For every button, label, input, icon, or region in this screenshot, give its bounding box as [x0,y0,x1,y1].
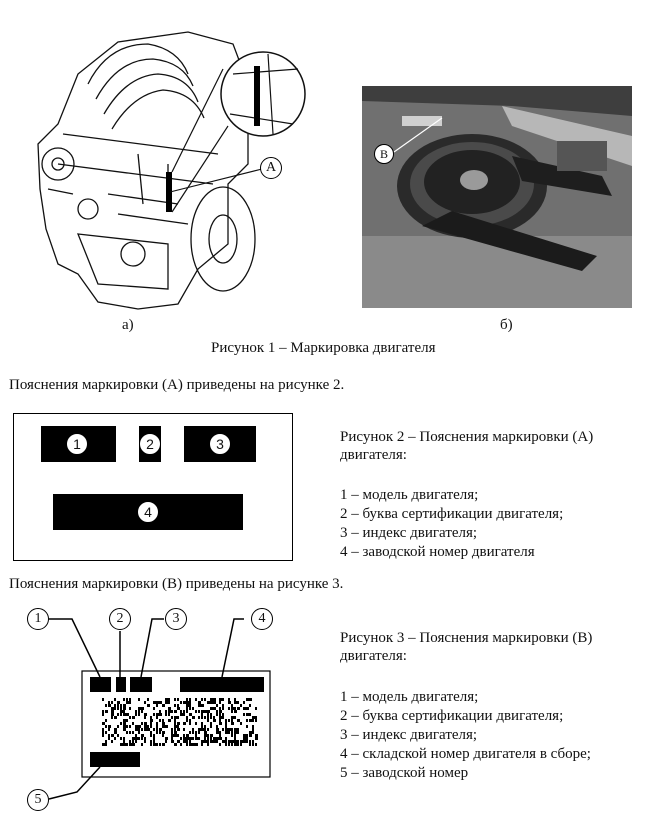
barcode-marker-1: 1 [27,608,49,630]
engine-photo-svg [362,86,632,308]
figure2-caption-line2: двигателя: [340,447,407,463]
field-marker-3: 3 [209,433,231,455]
intro-marking-a: Пояснения маркировки (А) приведены на ри… [9,377,345,393]
field-block-3: 3 [184,426,256,462]
figure2-item-3: 3 – индекс двигателя; [340,525,478,541]
field-block-2: 2 [139,426,161,462]
figure2-item-4: 4 – заводской номер двигателя [340,544,535,560]
figure1-sub-b: б) [500,317,513,333]
label-b-marker: В [374,144,394,164]
field-block-1: 1 [41,426,116,462]
marking-b-svg [48,618,271,800]
marking-b-diagram: 1 2 3 4 5 [22,604,292,826]
figure3-item-1: 1 – модель двигателя; [340,689,479,705]
field-marker-4: 4 [137,501,159,523]
figure1-caption: Рисунок 1 – Маркировка двигателя [211,340,436,356]
barcode-marker-5: 5 [27,789,49,811]
field-marker-1: 1 [66,433,88,455]
marking-a-diagram: 1 2 3 4 [13,413,293,561]
barcode-marker-4: 4 [251,608,273,630]
figure3-caption-line2: двигателя: [340,648,407,664]
engine-photo: В [362,86,632,308]
figure1-sub-a: а) [122,317,134,333]
engine-drawing-svg [37,31,306,310]
intro-marking-b: Пояснения маркировки (В) приведены на ри… [9,576,344,592]
figure2-item-2: 2 – буква сертификации двигателя; [340,506,564,522]
field-marker-2: 2 [139,433,161,455]
figure2-caption-line1: Рисунок 2 – Пояснения маркировки (А) [340,429,594,445]
figure3-item-3: 3 – индекс двигателя; [340,727,478,743]
figure3-item-4: 4 – складской номер двигателя в сборе; [340,746,591,762]
figure3-item-5: 5 – заводской номер [340,765,469,781]
figure3-item-2: 2 – буква сертификации двигателя; [340,708,564,724]
figure3-caption-line1: Рисунок 3 – Пояснения маркировки (В) [340,630,593,646]
label-a-marker: А [260,157,282,179]
barcode-marker-2: 2 [109,608,131,630]
engine-drawing: А [18,14,318,314]
figure2-item-1: 1 – модель двигателя; [340,487,479,503]
barcode-marker-3: 3 [165,608,187,630]
field-block-4: 4 [53,494,243,530]
